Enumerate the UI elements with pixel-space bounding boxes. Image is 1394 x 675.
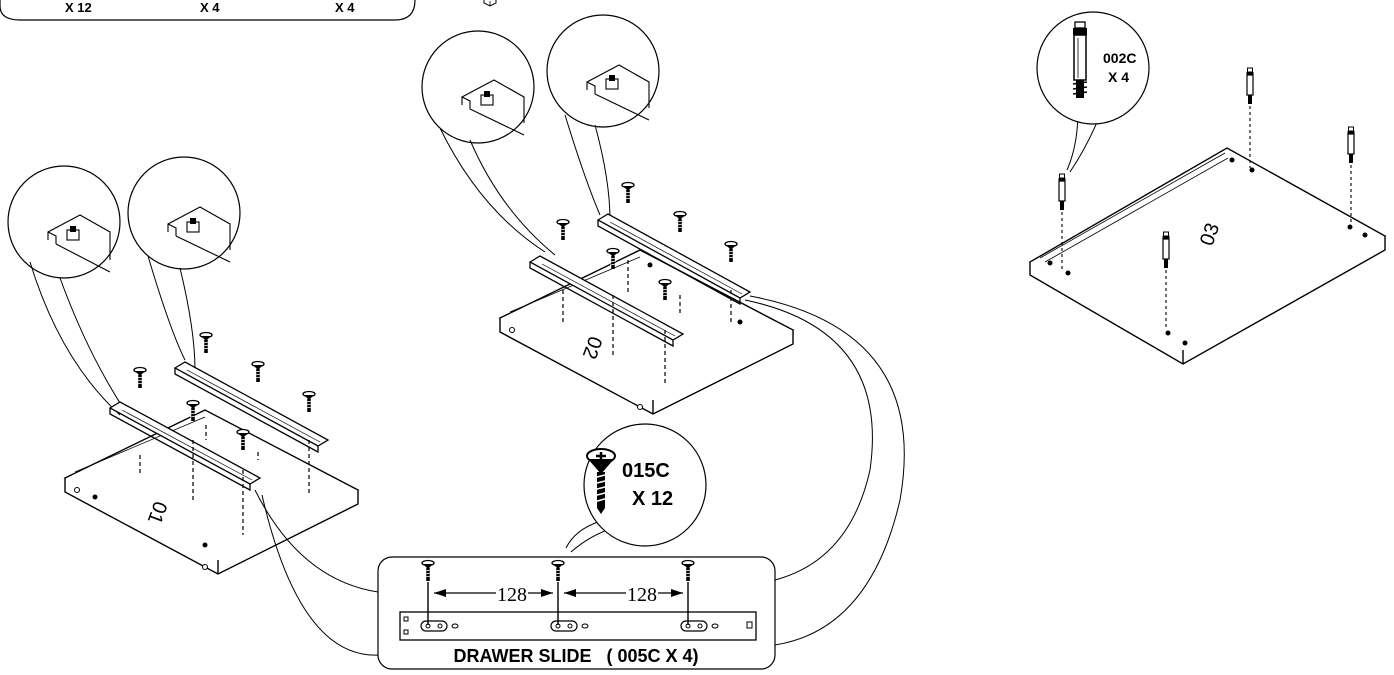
count-3: X 4: [335, 0, 355, 15]
dimension-label-1: 128: [497, 584, 527, 606]
dowel-large-icon: [1072, 21, 1088, 98]
drawer-slide-detail: 128 128 DRAWER SLIDE ( 005C X 4): [377, 556, 776, 670]
screw-callout-015c: 015C X 12: [565, 423, 707, 553]
panel-02-assembly: 02: [421, 14, 795, 415]
dowel-code: 002C: [1103, 50, 1136, 66]
dowel-icon: [1057, 173, 1067, 211]
screw-icon: [133, 366, 147, 389]
panel-01-detail-bubble-2: [127, 156, 241, 270]
panel-03-assembly: 03 002C X 4: [1028, 11, 1387, 365]
panel-01-detail-bubble-1: [7, 165, 121, 279]
drawer-slide-caption: DRAWER SLIDE ( 005C X 4): [453, 646, 698, 666]
dimension-label-2: 128: [627, 584, 657, 606]
dowel-icon: [1245, 67, 1255, 105]
screw-icon: [199, 331, 213, 354]
screw-qty: X 12: [632, 488, 673, 510]
panel-02-detail-bubble-1: [421, 30, 535, 144]
screw-icon: [302, 390, 316, 413]
screw-icon: [673, 210, 687, 233]
count-2: X 4: [200, 0, 220, 15]
screw-large-icon: [586, 448, 616, 514]
dimension-line-2: 128: [564, 584, 683, 606]
count-1: X 12: [65, 0, 92, 15]
hardware-count-box: X 12 X 4 X 4: [0, 0, 497, 21]
screw-icon: [556, 218, 570, 241]
screw-icon: [724, 240, 738, 263]
screw-icon: [621, 181, 635, 204]
screw-code: 015C: [622, 460, 670, 482]
screw-icon: [251, 360, 265, 383]
panel-01-slide-front: [108, 401, 262, 492]
panel-02-slide-front: [528, 255, 685, 348]
panel-01-slide-back: [173, 361, 330, 454]
dimension-line-1: 128: [434, 584, 553, 606]
dowel-icon: [1346, 126, 1356, 164]
dowel-qty: X 4: [1108, 69, 1129, 85]
panel-01-assembly: 01: [7, 156, 360, 575]
dowel-callout-002c: 002C X 4: [1036, 11, 1150, 173]
panel-02-detail-bubble-2: [546, 14, 660, 128]
small-fitting-icon: [483, 0, 497, 7]
panel-02-slide-back: [596, 213, 752, 306]
